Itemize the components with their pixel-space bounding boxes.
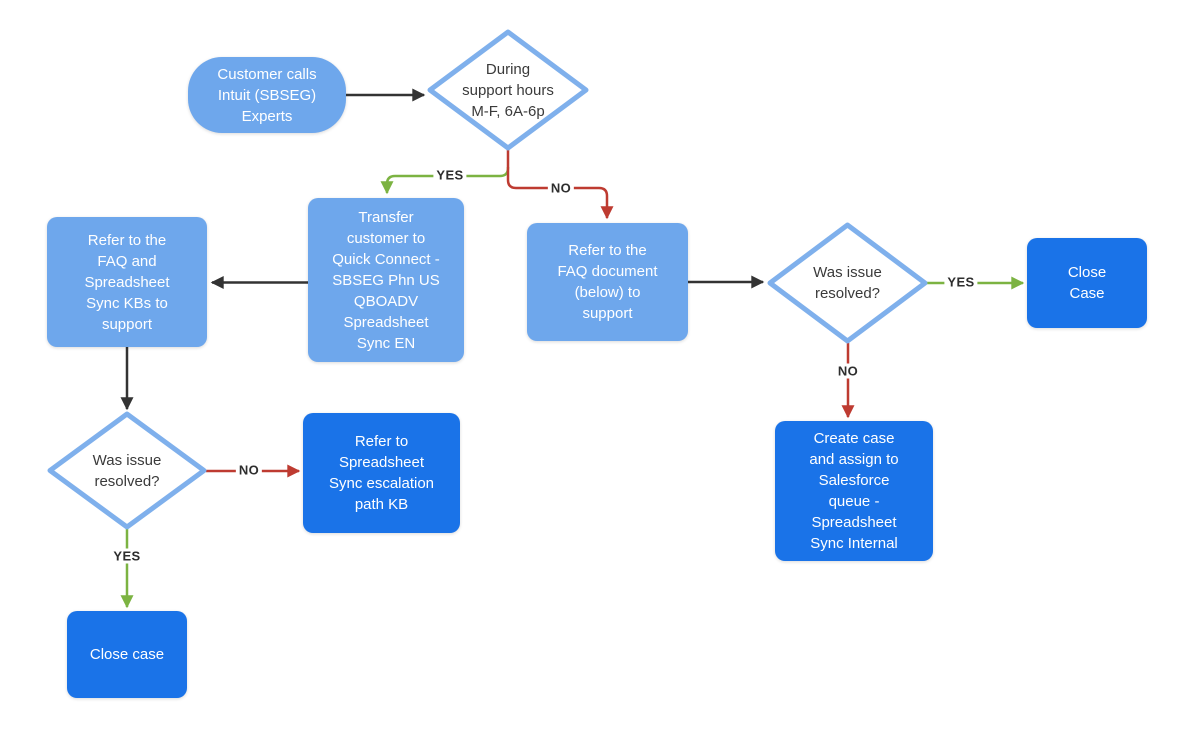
resolved-left-label: Was issue resolved?: [92, 451, 162, 490]
create-case-box: Create case and assign to Salesforce que…: [775, 421, 933, 561]
support-hours-label: During support hours M-F, 6A-6p: [462, 60, 554, 120]
faq-doc-box: Refer to the FAQ document (below) to sup…: [527, 223, 688, 341]
edge-label-yes-resolved-right: YES: [944, 274, 978, 290]
escalation-box: Refer to Spreadsheet Sync escalation pat…: [303, 413, 460, 533]
edge-label-no-resolved-right: NO: [834, 363, 862, 379]
support-hours-decision: During support hours M-F, 6A-6p: [426, 28, 590, 152]
diamond-shape: [427, 29, 589, 151]
close-case-right-label: Close Case: [1067, 264, 1107, 302]
transfer-label: Transfer customer to Quick Connect - SBS…: [332, 208, 440, 352]
faq-kbs-box: Refer to the FAQ and Spreadsheet Sync KB…: [47, 217, 207, 347]
edge-label-no-support-hours: NO: [547, 180, 575, 196]
edge-label-no-resolved-left: NO: [235, 462, 263, 478]
close-case-left-box: Close case: [67, 611, 187, 698]
edge-label-yes-resolved-left: YES: [110, 548, 144, 564]
start-node: Customer calls Intuit (SBSEG) Experts: [188, 57, 346, 133]
diamond-shape: [767, 222, 928, 344]
start-label: Customer calls Intuit (SBSEG) Experts: [217, 65, 317, 125]
edge-label-yes-support-hours: YES: [433, 167, 467, 183]
close-case-right-box: Close Case: [1027, 238, 1147, 328]
faq-doc-label: Refer to the FAQ document (below) to sup…: [557, 242, 658, 322]
transfer-box: Transfer customer to Quick Connect - SBS…: [308, 198, 464, 362]
resolved-left-decision: Was issue resolved?: [46, 410, 208, 531]
close-case-left-label: Close case: [89, 646, 165, 663]
resolved-right-label: Was issue resolved?: [813, 264, 882, 302]
diamond-shape: [47, 411, 207, 530]
create-case-label: Create case and assign to Salesforce que…: [809, 430, 899, 552]
resolved-right-decision: Was issue resolved?: [766, 221, 929, 345]
faq-kbs-label: Refer to the FAQ and Spreadsheet Sync KB…: [84, 231, 170, 333]
escalation-label: Refer to Spreadsheet Sync escalation pat…: [328, 433, 435, 513]
